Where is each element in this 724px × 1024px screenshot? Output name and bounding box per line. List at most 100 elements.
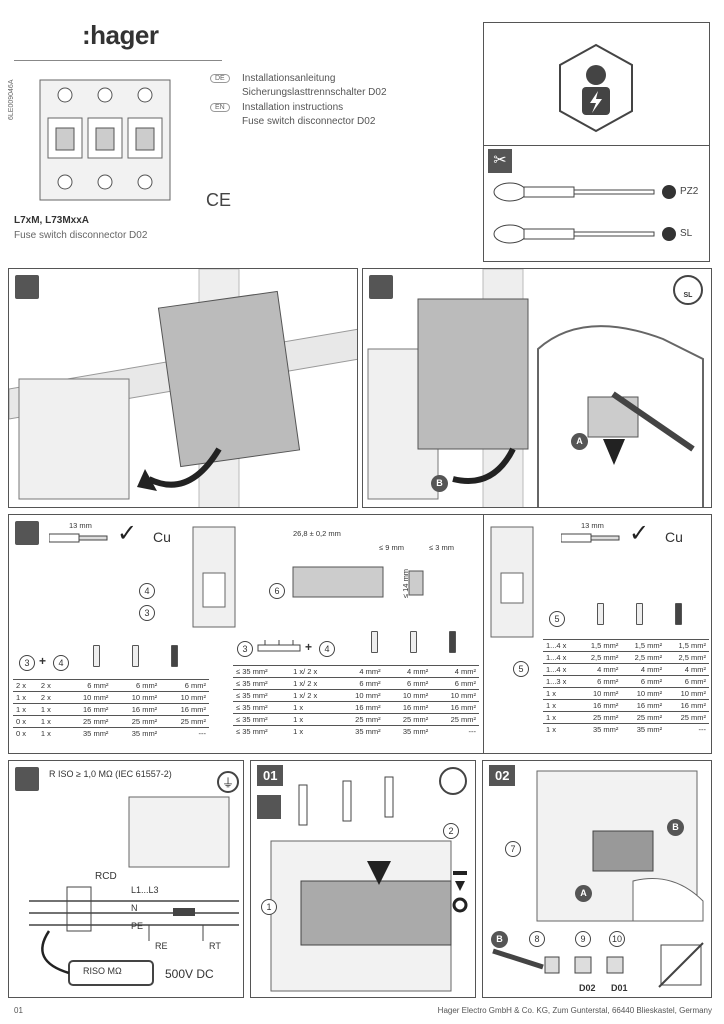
rcd-label: RCD — [95, 871, 117, 882]
table-cell: 6 mm² — [431, 677, 479, 690]
step-02-illustration — [492, 770, 704, 988]
label-b-bottom: B — [491, 931, 508, 948]
header-rule — [14, 60, 222, 61]
table-cell: 35 mm² — [111, 727, 161, 739]
table-cell: 2,5 mm² — [577, 651, 622, 664]
table-cell: 4 mm² — [621, 663, 666, 676]
table-cell: 6 mm² — [160, 679, 209, 692]
table-cell: ≤ 35 mm² — [233, 713, 291, 726]
electrician-icon — [559, 43, 633, 133]
title-de-1: Installationsanleitung — [242, 73, 336, 84]
table-cell: 16 mm² — [665, 699, 709, 712]
stripped-wire-right — [561, 533, 620, 543]
table-cell: 16 mm² — [62, 703, 112, 716]
table-cell: 1 x — [37, 703, 63, 716]
riso-spec: R ISO ≥ 1,0 MΩ (IEC 61557-2) — [49, 769, 172, 779]
callout-5b: 5 — [513, 661, 529, 677]
wiring-divider — [483, 515, 484, 753]
table-cell: 16 mm² — [111, 703, 161, 716]
table-cell: 1 x — [13, 691, 38, 704]
table-cell: 16 mm² — [431, 701, 479, 714]
earth-icon: ⏚ — [217, 771, 239, 793]
tools-icon: ✂ — [488, 149, 512, 173]
table-cell: 10 mm² — [621, 687, 666, 700]
table-cell: 1 x/ 2 x — [290, 689, 336, 702]
table-cell: 25 mm² — [431, 713, 479, 726]
table-cell: 10 mm² — [335, 689, 384, 702]
table-cell: 2 x — [37, 691, 63, 704]
table-cell: 2,5 mm² — [665, 651, 709, 664]
title-de-2: Sicherungslasttrennschalter D02 — [242, 87, 387, 98]
table-cell: 25 mm² — [160, 715, 209, 728]
table-cell: ≤ 35 mm² — [233, 665, 291, 678]
terminal-illustration-left — [192, 526, 236, 628]
step-01-illustration — [270, 776, 468, 992]
table-cell: 25 mm² — [577, 711, 622, 724]
mount-panel-right: SL A B — [362, 268, 712, 508]
table-cell: 16 mm² — [335, 701, 384, 714]
label-a-02: A — [575, 885, 592, 902]
table-cell: 6 mm² — [577, 675, 622, 688]
mount-illustration-left — [9, 269, 357, 507]
screwdriver-sl-icon — [493, 224, 655, 244]
pe-label: PE — [131, 921, 144, 931]
busbar-illustration — [292, 566, 424, 598]
table-cell: 4 mm² — [383, 665, 432, 678]
n-label: N — [131, 903, 138, 913]
ferrule-icons-left — [93, 645, 178, 667]
table-cell: 16 mm² — [383, 701, 432, 714]
re-label: RE — [155, 941, 168, 951]
step-01-number: 01 — [257, 765, 284, 786]
comb-busbar-icon — [257, 640, 301, 652]
dim-width: 26,8 ± 0,2 mm — [293, 529, 341, 538]
table-cell: 1 x — [543, 687, 578, 700]
brand-logo: :hager — [82, 20, 159, 50]
table-cell: 1...4 x — [543, 639, 578, 652]
table-cell: 0 x — [13, 727, 38, 739]
table-cell: 25 mm² — [62, 715, 112, 728]
ferrule-icons-mid — [371, 631, 456, 653]
table-cell: 4 mm² — [335, 665, 384, 678]
ferrule-icons-right — [597, 603, 682, 625]
callout-3: 3 — [139, 605, 155, 621]
voltage-label: 500V DC — [165, 967, 214, 981]
table-cell: 25 mm² — [335, 713, 384, 726]
doc-code: 6LE009046A — [8, 79, 15, 120]
table-cell: 1 x — [37, 727, 63, 739]
table-cell: 1...4 x — [543, 663, 578, 676]
table-cell: 1 x — [13, 703, 38, 716]
table-cell: 4 mm² — [665, 663, 709, 676]
callout-4: 4 — [139, 583, 155, 599]
insulation-diagram — [29, 796, 239, 986]
tools-panel: ✂ PZ2 SL — [483, 22, 710, 262]
table-cell: 1...4 x — [543, 651, 578, 664]
table-cell: 25 mm² — [111, 715, 161, 728]
table-cell: 1...3 x — [543, 675, 578, 688]
lang-badge-en: EN — [210, 103, 230, 112]
product-subtitle: Fuse switch disconnector D02 — [14, 230, 148, 241]
table-cell: 1,5 mm² — [621, 639, 666, 652]
label-b: B — [431, 475, 448, 492]
dim-3mm: ≤ 3 mm — [429, 543, 454, 552]
table-cell: 10 mm² — [383, 689, 432, 702]
sl-badge: SL — [673, 275, 703, 305]
product-illustration — [39, 79, 171, 201]
table-cell: 6 mm² — [665, 675, 709, 688]
terminal-illustration-right — [490, 526, 534, 638]
test-report-icon — [15, 767, 39, 791]
table-cell: --- — [160, 727, 209, 739]
mount-panel-left — [8, 268, 358, 508]
din-rail-mount-icon — [15, 275, 39, 299]
step-01-panel: 01 1 2 — [250, 760, 476, 998]
callout-8: 8 — [529, 931, 545, 947]
